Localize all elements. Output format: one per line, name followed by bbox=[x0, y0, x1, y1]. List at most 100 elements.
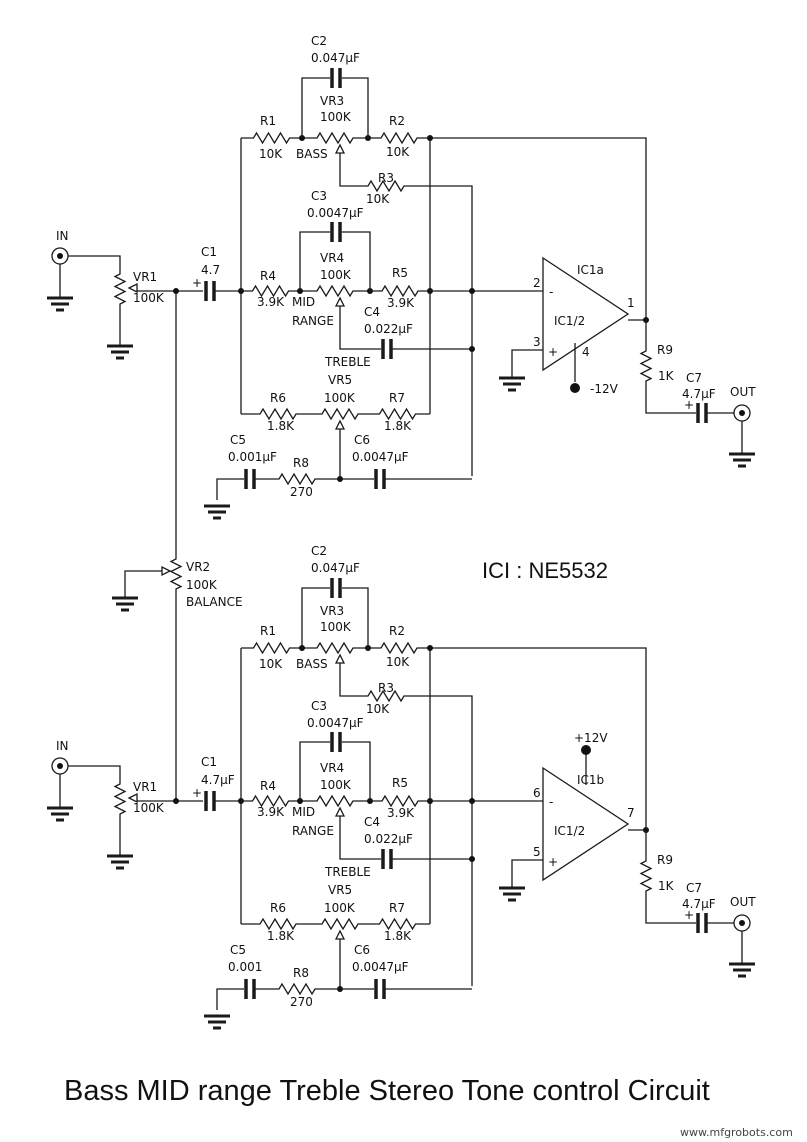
c3-value: 0.0047µF bbox=[307, 716, 364, 730]
c2-value: 0.047µF bbox=[311, 561, 360, 575]
op-amp bbox=[542, 766, 630, 882]
r2-resistor bbox=[368, 641, 430, 655]
input-jack-icon bbox=[51, 757, 69, 775]
junction-dot bbox=[469, 856, 475, 862]
r4-resistor bbox=[241, 794, 300, 808]
wire bbox=[339, 663, 360, 697]
r4-ref: R4 bbox=[260, 779, 276, 793]
supply-label: -12V bbox=[590, 382, 619, 396]
ground-icon bbox=[499, 886, 525, 902]
c3-capacitor bbox=[330, 732, 342, 752]
c1-ref: C1 bbox=[201, 245, 217, 259]
output-label: OUT bbox=[730, 385, 756, 399]
vr4-ref: VR4 bbox=[320, 761, 344, 775]
wire bbox=[342, 77, 369, 138]
vr2-ref: VR2 bbox=[186, 560, 210, 574]
r7-resistor bbox=[365, 917, 430, 931]
vr4-mid-pot bbox=[300, 794, 370, 808]
vr3-ref: VR3 bbox=[320, 94, 344, 108]
pin-power: 4 bbox=[582, 345, 590, 359]
ground-icon bbox=[729, 452, 755, 468]
vr3-bass-pot bbox=[302, 131, 368, 145]
r9-value: 1K bbox=[658, 369, 675, 383]
c6-capacitor bbox=[374, 979, 386, 999]
wire bbox=[342, 587, 369, 648]
r5-ref: R5 bbox=[392, 266, 408, 280]
r5-resistor bbox=[370, 284, 430, 298]
range-label: RANGE bbox=[292, 314, 334, 328]
r9-resistor bbox=[639, 848, 653, 904]
junction-dot bbox=[173, 798, 179, 804]
ground-icon bbox=[47, 296, 73, 312]
c5-ref: C5 bbox=[230, 433, 246, 447]
r7-ref: R7 bbox=[389, 391, 405, 405]
mid-label: MID bbox=[292, 805, 315, 819]
vr5-value: 100K bbox=[324, 901, 356, 915]
wire bbox=[342, 741, 371, 801]
wire bbox=[216, 988, 244, 1010]
c1-polarity: + bbox=[192, 786, 202, 800]
wire bbox=[339, 816, 381, 860]
r6-ref: R6 bbox=[270, 391, 286, 405]
r6-value: 1.8K bbox=[267, 419, 295, 433]
r9-ref: R9 bbox=[657, 853, 673, 867]
pin-output: 7 bbox=[627, 806, 635, 820]
ic-name: IC1a bbox=[577, 263, 604, 277]
c1-value: 4.7µF bbox=[201, 773, 235, 787]
input-jack-icon bbox=[51, 247, 69, 265]
c2-value: 0.047µF bbox=[311, 51, 360, 65]
ground-icon bbox=[729, 962, 755, 978]
r5-value: 3.9K bbox=[387, 806, 415, 820]
wire bbox=[301, 77, 330, 138]
c7-polarity: + bbox=[684, 398, 694, 412]
treble-label: TREBLE bbox=[324, 865, 371, 879]
r3-value: 10K bbox=[366, 702, 390, 716]
vr3-ref: VR3 bbox=[320, 604, 344, 618]
op-amp bbox=[542, 256, 630, 372]
pin-noninverting: 3 bbox=[533, 335, 541, 349]
r8-resistor bbox=[254, 472, 340, 486]
c6-value: 0.0047µF bbox=[352, 450, 409, 464]
c7-value: 4.7µF bbox=[682, 897, 716, 911]
c4-ref: C4 bbox=[364, 815, 380, 829]
wire bbox=[124, 570, 162, 598]
r9-resistor bbox=[639, 338, 653, 394]
vr1-volume-pot bbox=[113, 266, 127, 312]
c1-capacitor bbox=[204, 791, 216, 811]
r7-value: 1.8K bbox=[384, 929, 412, 943]
wire bbox=[68, 765, 121, 776]
wire bbox=[216, 478, 244, 500]
vr4-value: 100K bbox=[320, 268, 352, 282]
r1-ref: R1 bbox=[260, 114, 276, 128]
c4-ref: C4 bbox=[364, 305, 380, 319]
vr2-balance-pot bbox=[169, 545, 183, 603]
r1-value: 10K bbox=[259, 657, 283, 671]
wire bbox=[339, 153, 360, 187]
vr3-value: 100K bbox=[320, 620, 352, 634]
wire bbox=[645, 904, 696, 924]
vr5-wiper bbox=[334, 929, 346, 940]
balance-label: BALANCE bbox=[186, 595, 243, 609]
r4-value: 3.9K bbox=[257, 295, 285, 309]
r6-ref: R6 bbox=[270, 901, 286, 915]
output-jack-icon bbox=[733, 914, 751, 932]
vr4-ref: VR4 bbox=[320, 251, 344, 265]
input-label: IN bbox=[56, 229, 69, 243]
range-label: RANGE bbox=[292, 824, 334, 838]
vr3-wiper bbox=[334, 653, 346, 664]
c1-polarity: + bbox=[192, 276, 202, 290]
bass-label: BASS bbox=[296, 147, 328, 161]
vr1-wiper bbox=[127, 282, 138, 294]
c4-value: 0.022µF bbox=[364, 322, 413, 336]
r3-ref: R3 bbox=[378, 681, 394, 695]
wire bbox=[430, 137, 647, 320]
c4-value: 0.022µF bbox=[364, 832, 413, 846]
pin-inverting: 6 bbox=[533, 786, 541, 800]
r2-ref: R2 bbox=[389, 624, 405, 638]
output-label: OUT bbox=[730, 895, 756, 909]
r9-value: 1K bbox=[658, 879, 675, 893]
r2-value: 10K bbox=[386, 145, 410, 159]
vr1-value: 100K bbox=[133, 291, 165, 305]
c6-capacitor bbox=[374, 469, 386, 489]
